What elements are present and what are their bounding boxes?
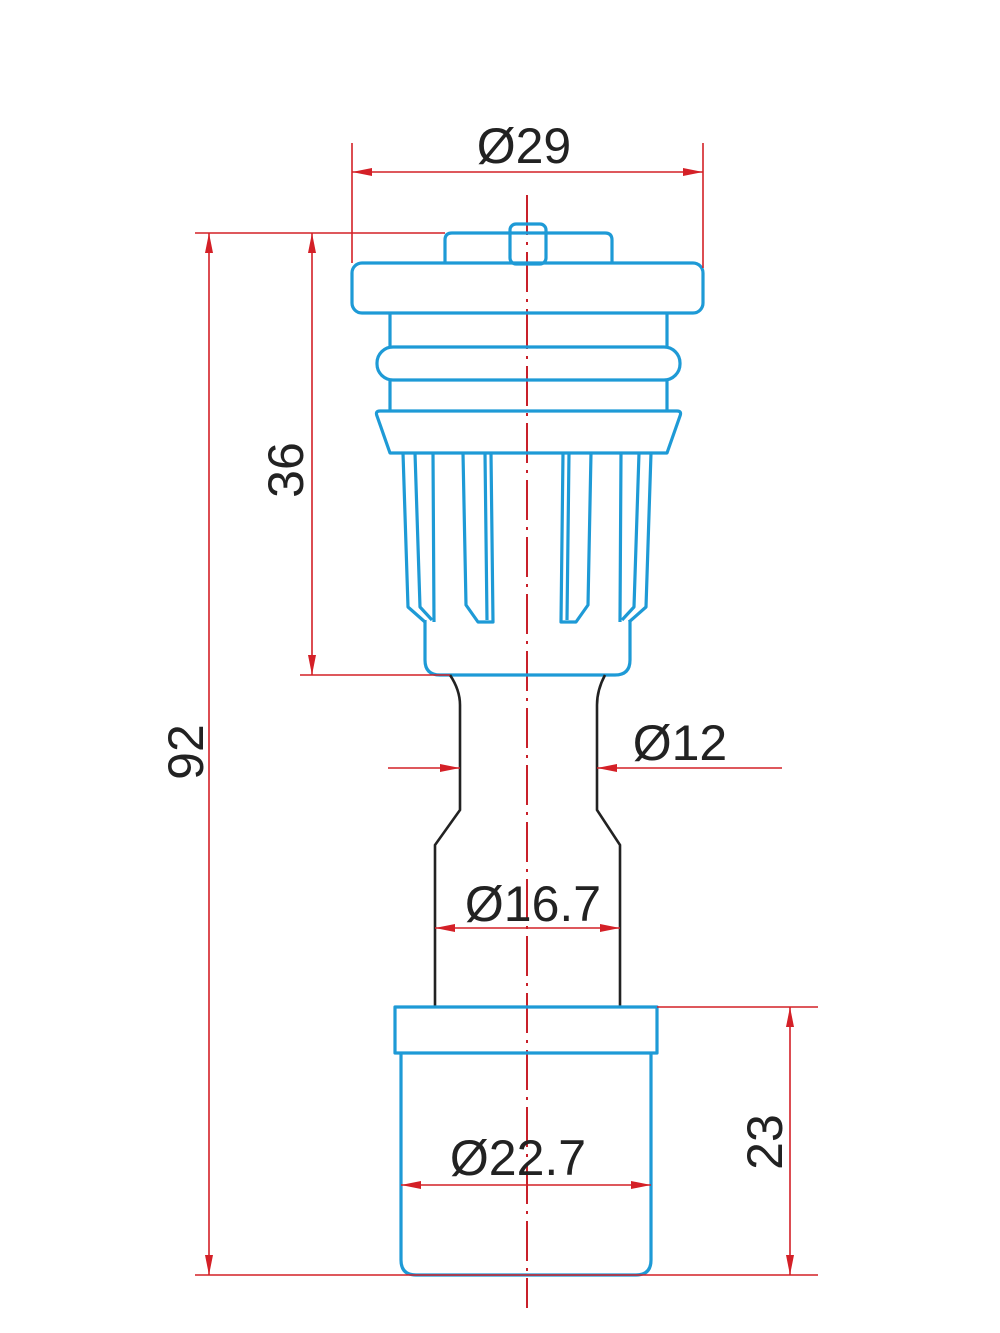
body (388, 313, 669, 411)
dimension-base-height: 23 (657, 1006, 818, 1275)
dim-label-shaft-diameter: Ø16.7 (465, 876, 601, 932)
dimension-total-height: 92 (158, 232, 818, 1276)
neck-right (595, 674, 622, 1007)
dim-label-base-diameter: Ø22.7 (450, 1130, 586, 1186)
o-ring (375, 345, 682, 382)
dim-label-total-height: 92 (158, 724, 214, 780)
flange (350, 261, 705, 315)
dim-label-base-height: 23 (737, 1114, 793, 1170)
base-flange (393, 1005, 659, 1055)
dimension-head-height: 36 (258, 233, 450, 676)
dimension-shaft-diameter: Ø16.7 (435, 876, 620, 932)
dim-label-neck-diameter: Ø12 (633, 715, 728, 771)
dimension-neck-diameter: Ø12 (388, 715, 782, 772)
neck-left (433, 674, 462, 1007)
dim-label-top-diameter: Ø29 (477, 118, 572, 174)
part-head (350, 222, 705, 677)
dimension-top-diameter: Ø29 (351, 118, 704, 268)
top-block (443, 231, 614, 263)
fingers (401, 452, 653, 624)
dim-label-head-height: 36 (258, 442, 314, 498)
dimension-base-diameter: Ø22.7 (401, 1130, 651, 1189)
skirt (423, 620, 632, 677)
frustum (374, 409, 683, 455)
